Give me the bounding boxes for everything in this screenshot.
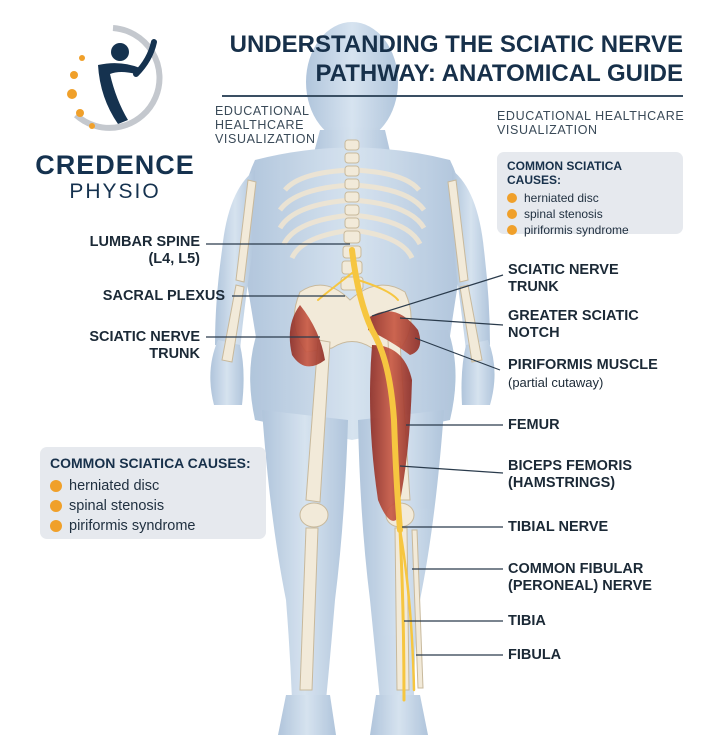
forearm-right <box>459 284 483 363</box>
label-sacral-plexus: SACRAL PLEXUS <box>102 288 225 304</box>
cause-item: spinal stenosis <box>507 206 673 222</box>
sciatic-nerve <box>317 247 416 702</box>
bullet-dot-icon <box>507 209 517 219</box>
label-tibial-nerve: TIBIAL NERVE <box>508 519 609 535</box>
femur-left <box>305 339 331 503</box>
bullet-dot-icon <box>50 500 62 512</box>
cause-item: herniated disc <box>50 476 256 496</box>
brand-subtitle: PHYSIO <box>69 180 161 203</box>
forearm-left <box>221 284 245 363</box>
brand-name: CREDENCE <box>35 150 195 180</box>
page-title: UNDERSTANDING THE SCIATIC NERVE PATHWAY:… <box>229 31 683 87</box>
label-femur: FEMUR <box>508 417 560 433</box>
edu-caption-left: EDUCATIONAL HEALTHCARE VISUALIZATION <box>215 104 316 146</box>
bullet-dot-icon <box>507 225 517 235</box>
bullet-dot-icon <box>507 193 517 203</box>
label-piriformis-muscle: PIRIFORMIS MUSCLE(partial cutaway) <box>508 357 658 390</box>
bullet-dot-icon <box>50 520 62 532</box>
label-fibula: FIBULA <box>508 647 562 663</box>
causes-callout-right: COMMON SCIATICA CAUSES: herniated disc s… <box>497 152 683 237</box>
cause-item: piriformis syndrome <box>50 516 256 536</box>
hamstring-muscle <box>370 345 412 521</box>
label-common-fibular-nerve: COMMON FIBULAR(PERONEAL) NERVE <box>508 561 652 594</box>
muscles <box>289 305 421 521</box>
piriformis-muscle <box>368 311 421 355</box>
cause-item: herniated disc <box>507 190 673 206</box>
label-biceps-femoris: BICEPS FEMORIS(HAMSTRINGS) <box>508 458 633 491</box>
label-lumbar-spine: LUMBAR SPINE(L4, L5) <box>89 234 200 267</box>
title-divider <box>222 95 683 97</box>
bullet-dot-icon <box>50 480 62 492</box>
runner-figure-logo-icon <box>67 25 163 131</box>
causes-title: COMMON SCIATICA CAUSES: <box>507 159 622 187</box>
causes-title: COMMON SCIATICA CAUSES: <box>50 455 251 471</box>
rib-cage <box>277 167 427 260</box>
leader-lines <box>206 243 504 656</box>
cause-item: piriformis syndrome <box>507 222 673 238</box>
humerus-left <box>235 179 257 283</box>
label-tibia: TIBIA <box>508 613 546 629</box>
humerus-right <box>447 179 469 283</box>
causes-callout-left: COMMON SCIATICA CAUSES: herniated disc s… <box>40 447 266 539</box>
edu-caption-right: EDUCATIONAL HEALTHCARE VISUALIZATION <box>497 109 685 137</box>
gluteal-muscle-left <box>289 305 325 367</box>
cause-item: spinal stenosis <box>50 496 256 516</box>
tibia-left <box>299 527 319 691</box>
